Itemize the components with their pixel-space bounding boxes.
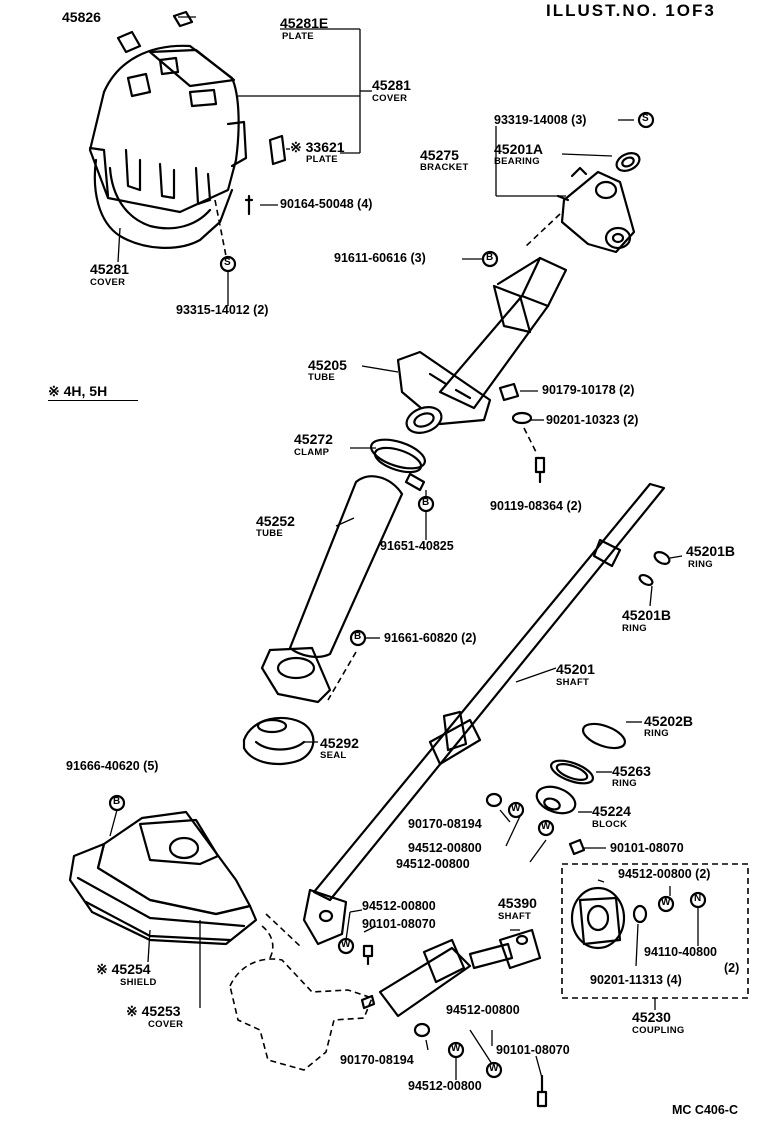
part-name-45201: SHAFT [556,677,590,688]
part-number-45281-upper: 45281 [372,77,411,93]
symbol-b: B [486,252,494,263]
part-name-45292: SEAL [320,750,347,761]
part-number-45281-lower: 45281 [90,261,129,277]
symbol-circles [108,111,707,1079]
part-quantity-94110-40800: (2) [724,961,740,975]
part-number-90201-11313: 90201-11313 (4) [590,973,682,987]
symbol-w: W [541,821,551,832]
part-number-90164-50048: 90164-50048 (4) [280,197,373,211]
part-number-93315-14012: 93315-14012 (2) [176,303,269,317]
symbol-w: W [661,897,671,908]
symbol-b: B [113,796,121,807]
part-number-45205: 45205 [308,357,347,373]
part-number-91661-60820: 91661-60820 (2) [384,631,477,645]
model-note: ※ 4H, 5H [48,384,138,401]
part-number-90201-10323: 90201-10323 (2) [546,413,639,427]
part-number-93319-14008: 93319-14008 (3) [494,113,587,127]
part-number-45253: ※ 45253 [126,1003,181,1019]
symbol-s: S [642,113,649,124]
part-number-45263: 45263 [612,763,651,779]
part-number-90170-08194-upper: 90170-08194 [408,817,482,831]
part-name-45224: BLOCK [592,819,628,830]
part-number-94110-40800: 94110-40800 [644,945,717,959]
part-name-45252: TUBE [256,528,284,539]
part-name-45201b-upper: RING [688,559,713,570]
part-name-45253: COVER [148,1019,184,1030]
part-name-45272: CLAMP [294,447,330,458]
part-number-91666-40620: 91666-40620 (5) [66,759,159,773]
part-name-45281-lower: COVER [90,277,126,288]
part-number-45201: 45201 [556,661,595,677]
shield-and-cover-drawing [68,809,301,1008]
part-name-45201a: BEARING [494,156,540,167]
upper-column-cover-drawing [88,10,287,257]
symbol-s: S [224,257,231,268]
part-number-94512-00800-e: 94512-00800 [446,1003,520,1017]
part-number-94512-00800-c: 94512-00800 [362,899,436,913]
part-number-45275: 45275 [420,147,459,163]
ring-drawings [535,551,683,815]
part-number-45252: 45252 [256,513,295,529]
part-name-45281-upper: COVER [372,93,408,104]
part-number-90101-08070-c: 90101-08070 [496,1043,570,1057]
symbol-w: W [511,803,521,814]
drawing-reference-code: MC C406-C [672,1103,738,1117]
gearbox-outline-drawing [229,925,374,1071]
part-number-94512-00800-a: 94512-00800 [408,841,482,855]
lower-fasteners-drawing [413,792,606,1108]
part-number-45202b: 45202B [644,713,694,729]
symbol-b: B [422,497,430,508]
part-number-90119-08364: 90119-08364 (2) [490,499,582,513]
part-number-45201b-lower: 45201B [622,607,672,623]
part-name-45230: COUPLING [632,1025,685,1036]
column-tube-drawing [361,256,568,484]
part-number-91611-60616: 91611-60616 (3) [334,251,426,265]
part-name-45201b-lower: RING [622,623,647,634]
lower-shaft-drawing [345,909,542,1018]
part-number-45281e: 45281E [280,15,329,31]
part-number-45230: 45230 [632,1009,671,1025]
part-number-45272: 45272 [294,431,333,447]
part-number-45390: 45390 [498,895,537,911]
part-number-45254: ※ 45254 [96,961,151,977]
part-number-94512-00800-coupling: 94512-00800 (2) [618,867,711,881]
seal-drawing [242,716,318,766]
part-number-94512-00800-b: 94512-00800 [396,857,470,871]
part-name-45205: TUBE [308,372,336,383]
part-name-45254: SHIELD [120,977,157,988]
main-shaft-drawing [302,482,666,946]
bracket-bearing-drawing [462,119,641,260]
part-number-90101-08070-b: 90101-08070 [362,917,436,931]
illustration-number: ILLUST.NO. 1OF3 [546,1,716,20]
part-number-45224: 45224 [592,803,631,819]
part-number-45826: 45826 [62,9,101,25]
symbol-n: N [694,893,702,904]
part-number-94512-00800-f: 94512-00800 [408,1079,482,1093]
part-name-45281e: PLATE [282,31,314,42]
clamp-and-lower-tube-drawing [260,438,427,704]
part-name-45202b: RING [644,728,669,739]
part-number-45201a: 45201A [494,141,544,157]
symbol-w: W [341,939,351,950]
part-name-33621: PLATE [306,154,338,165]
part-number-90170-08194-lower: 90170-08194 [340,1053,414,1067]
symbol-b: B [354,631,362,642]
cover-leader-lines [117,16,372,306]
part-number-91651-40825: 91651-40825 [380,539,454,553]
part-name-45275: BRACKET [420,162,469,173]
part-name-45263: RING [612,778,637,789]
part-number-90179-10178: 90179-10178 (2) [542,383,635,397]
part-number-90101-08070-a: 90101-08070 [610,841,684,855]
symbol-w: W [489,1063,499,1074]
part-number-45201b-upper: 45201B [686,543,736,559]
part-name-45390: SHAFT [498,911,532,922]
coupling-drawing [561,863,749,1010]
symbol-w: W [451,1043,461,1054]
part-number-45292: 45292 [320,735,359,751]
part-number-33621: ※ 33621 [290,139,345,155]
